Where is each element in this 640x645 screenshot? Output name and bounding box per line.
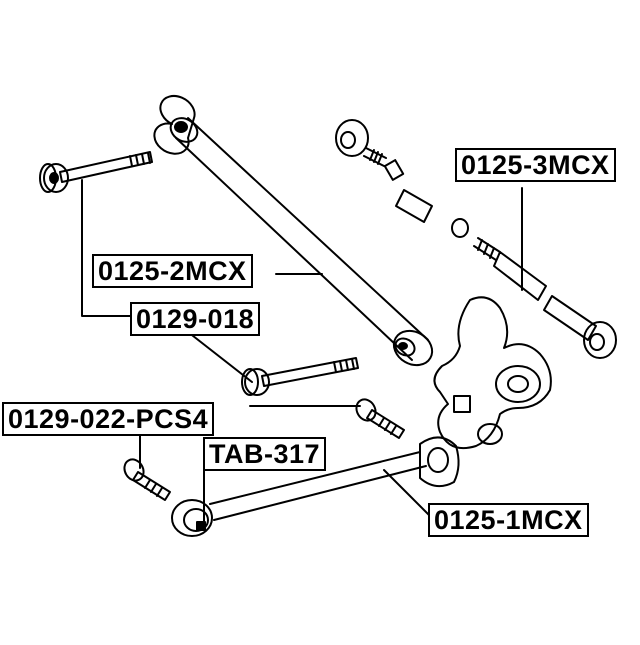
- cam-bolt-b: [241, 357, 359, 396]
- label-0125-1MCX: 0125-1MCX: [428, 503, 589, 537]
- leader-0125-1MCX: [383, 469, 431, 517]
- lower-lateral-arm: [171, 436, 460, 537]
- leader-0129-018-a: [81, 179, 131, 317]
- leader-0129-018-b: [187, 331, 253, 383]
- label-0125-2MCX: 0125-2MCX: [92, 254, 253, 288]
- leader-lines: [81, 179, 523, 523]
- middle-lateral-arm: [153, 95, 434, 367]
- label-0125-3MCX: 0125-3MCX: [455, 148, 616, 182]
- steering-knuckle: [433, 296, 552, 450]
- small-bolt-a: [355, 398, 405, 439]
- cam-bolt-a: [39, 151, 153, 193]
- small-bolt-b: [123, 458, 171, 501]
- label-0129-018: 0129-018: [130, 302, 261, 336]
- label-TAB-317: TAB-317: [203, 437, 327, 471]
- upper-lateral-arm: [335, 119, 617, 359]
- label-0129-022-PCS4: 0129-022-PCS4: [2, 402, 215, 436]
